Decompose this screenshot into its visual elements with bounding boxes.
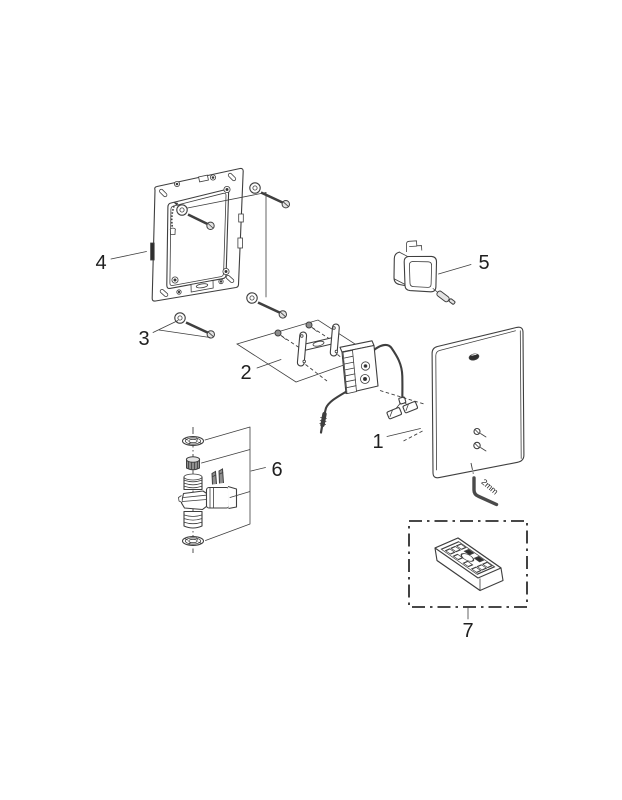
screw-set: [174, 312, 216, 339]
mounting-screws-drawing: [174, 182, 290, 339]
remote-control-body: [434, 537, 504, 592]
part6-callout: 6: [201, 426, 283, 541]
mounting-frame-drawing: [150, 167, 244, 302]
power-plug: [432, 288, 456, 305]
screw-set: [249, 182, 290, 209]
part4-callout: 4: [95, 251, 147, 274]
knurled-nut: [185, 456, 201, 471]
part-3-label: 3: [138, 328, 149, 350]
part3-callout: 3: [138, 320, 211, 350]
twin-plug-connector: [386, 396, 419, 420]
solenoid-terminals: [211, 468, 224, 485]
solenoid-valve-drawing: [178, 427, 238, 553]
part5-callout: 5: [438, 252, 490, 275]
terminal-strip: [342, 349, 357, 395]
remote-keypad: [440, 541, 496, 575]
frame-screw-holes: [171, 174, 231, 295]
gasket: [181, 536, 205, 546]
electronic-module-drawing: [319, 340, 425, 442]
part7-callout: 7: [462, 606, 474, 642]
threaded-connector-top: [183, 473, 203, 491]
frame-corner-slots: [159, 172, 237, 298]
threaded-connector-bottom: [183, 510, 203, 529]
h-bracket: [296, 323, 340, 367]
part2-callout: 2: [240, 359, 282, 384]
part-6-label: 6: [271, 459, 282, 481]
valve-body: [178, 468, 238, 511]
gasket: [181, 436, 205, 446]
part-1-label: 1: [372, 431, 383, 453]
part-5-label: 5: [478, 252, 489, 274]
screw-set: [246, 292, 287, 319]
screw-set: [176, 204, 215, 231]
allen-key-size-label: 2mm: [479, 477, 500, 497]
part-7-label: 7: [462, 620, 473, 642]
remote-control-drawing: [408, 520, 528, 608]
part1-callout: 1: [372, 428, 421, 453]
plate-adjustment-screws: [473, 427, 487, 452]
part-2-label: 2: [240, 362, 251, 384]
power-supply-drawing: [393, 240, 456, 305]
part-4-label: 4: [95, 252, 106, 274]
mounting-clip: [406, 240, 423, 252]
cover-plate-drawing: 2mm: [431, 326, 525, 507]
chain-with-plug: [169, 202, 180, 235]
